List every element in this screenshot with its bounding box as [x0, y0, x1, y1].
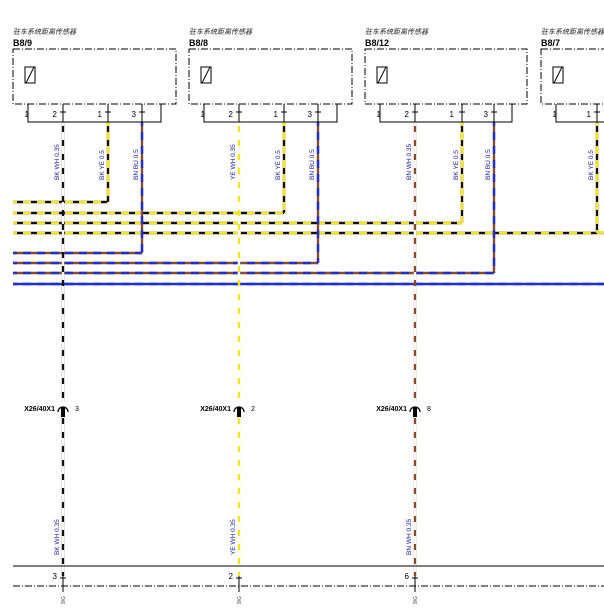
wire-label: BN BU 0.5 [309, 149, 316, 180]
connector-pin [61, 407, 65, 417]
sensor-ref: B8/12 [365, 38, 389, 48]
bottom-pin-label: 6 [405, 572, 410, 581]
sensor-ref: B8/9 [13, 38, 32, 48]
connector-pin-number: 3 [75, 406, 79, 413]
wire-label: BK YE 0.5 [453, 150, 460, 180]
connector-x26-40x1-2 [233, 406, 245, 417]
bottom-pin-label: 3 [53, 572, 58, 581]
sensor-s3 [364, 48, 528, 123]
connector-x26-40x1-3 [409, 406, 421, 417]
connector-pin [237, 407, 241, 417]
parts-layer [12, 48, 604, 592]
sensor-caption: 驻车系统距离传感器 [189, 28, 253, 36]
sensor-box [364, 48, 528, 105]
connector-x26-40x1-1 [57, 406, 69, 417]
sensor-pin-label: 1 [201, 110, 206, 119]
sensor-connector-body [203, 104, 338, 123]
bottom-mark: 9/G [413, 596, 419, 604]
wire-label: BN BU 0.5 [133, 149, 140, 180]
sensor-symbol-slash [25, 66, 35, 84]
sensor-pin-label: 3 [132, 110, 137, 119]
bottom-pin-3 [412, 576, 418, 592]
wires-layer [13, 122, 604, 576]
sensor-connector-body [379, 104, 513, 123]
wire-label: BK WH 0.35 [54, 144, 61, 180]
sensor-pin-label: 1 [553, 110, 558, 119]
sensor-ref: B8/8 [189, 38, 208, 48]
wire-label: BK YE 0.5 [588, 150, 595, 180]
sensor-connector-body [27, 104, 162, 123]
connector-pin-number: 8 [427, 406, 431, 413]
sensor-box [12, 48, 177, 105]
wire-label: BK YE 0.5 [275, 150, 282, 180]
bottom-wire-label: BN WH 0.35 [406, 518, 413, 555]
connector-pin-number: 2 [251, 406, 255, 413]
connector-name: X26/40X1 [200, 406, 231, 413]
sensor-caption: 驻车系统距离传感器 [13, 28, 77, 36]
sensor-pin-label: 2 [405, 110, 410, 119]
wire-label: BN WH 0.35 [406, 143, 413, 180]
bottom-mark: 9/G [61, 596, 67, 604]
labels-layer: 驻车系统距离传感器 B8/9 1 2 1 3 BK WH 0.35 BK YE 0.5 BN B… [13, 28, 604, 604]
sensor-pin-label: 1 [377, 110, 382, 119]
sensor-pin-label: 1 [450, 110, 455, 119]
sensor-symbol-slash [377, 66, 387, 84]
connector-name: X26/40X1 [376, 406, 407, 413]
sensor-symbol [552, 66, 564, 84]
bottom-pin-2 [236, 576, 242, 592]
bottom-pin-1 [60, 576, 66, 592]
sensor-pin-label: 1 [25, 110, 30, 119]
sensor-pin-label: 3 [308, 110, 313, 119]
sensor-symbol-slash [553, 66, 563, 84]
sensor-symbol [24, 66, 36, 84]
sensor-symbol [200, 66, 212, 84]
bottom-pin-label: 2 [229, 572, 234, 581]
bottom-wire-label: YE WH 0.35 [230, 519, 237, 555]
sensor-pin-label: 1 [274, 110, 279, 119]
wire-label: BN BU 0.5 [485, 149, 492, 180]
sensor-pin-label: 2 [229, 110, 234, 119]
connector-name: X26/40X1 [24, 406, 55, 413]
sensor-connector-body [555, 104, 604, 123]
sensor-pin-label: 1 [587, 110, 592, 119]
bottom-mark: 9/G [237, 596, 243, 604]
sensor-s4 [540, 48, 604, 123]
sensor-symbol [376, 66, 388, 84]
sensor-s1 [12, 48, 177, 123]
sensor-caption: 驻车系统距离传感器 [541, 28, 604, 36]
wire-label: YE WH 0.35 [230, 144, 237, 180]
sensor-ref: B8/7 [541, 38, 560, 48]
sensor-pin-label: 1 [98, 110, 103, 119]
sensor-s2 [188, 48, 353, 123]
sensor-pin-label: 2 [53, 110, 58, 119]
connector-pin [413, 407, 417, 417]
sensor-pin-label: 3 [484, 110, 489, 119]
sensor-box [188, 48, 353, 105]
bottom-wire-label: BK WH 0.35 [54, 519, 61, 555]
wire-label: BK YE 0.5 [99, 150, 106, 180]
sensor-box [540, 48, 604, 105]
sensor-symbol-slash [201, 66, 211, 84]
sensor-caption: 驻车系统距离传感器 [365, 28, 429, 36]
